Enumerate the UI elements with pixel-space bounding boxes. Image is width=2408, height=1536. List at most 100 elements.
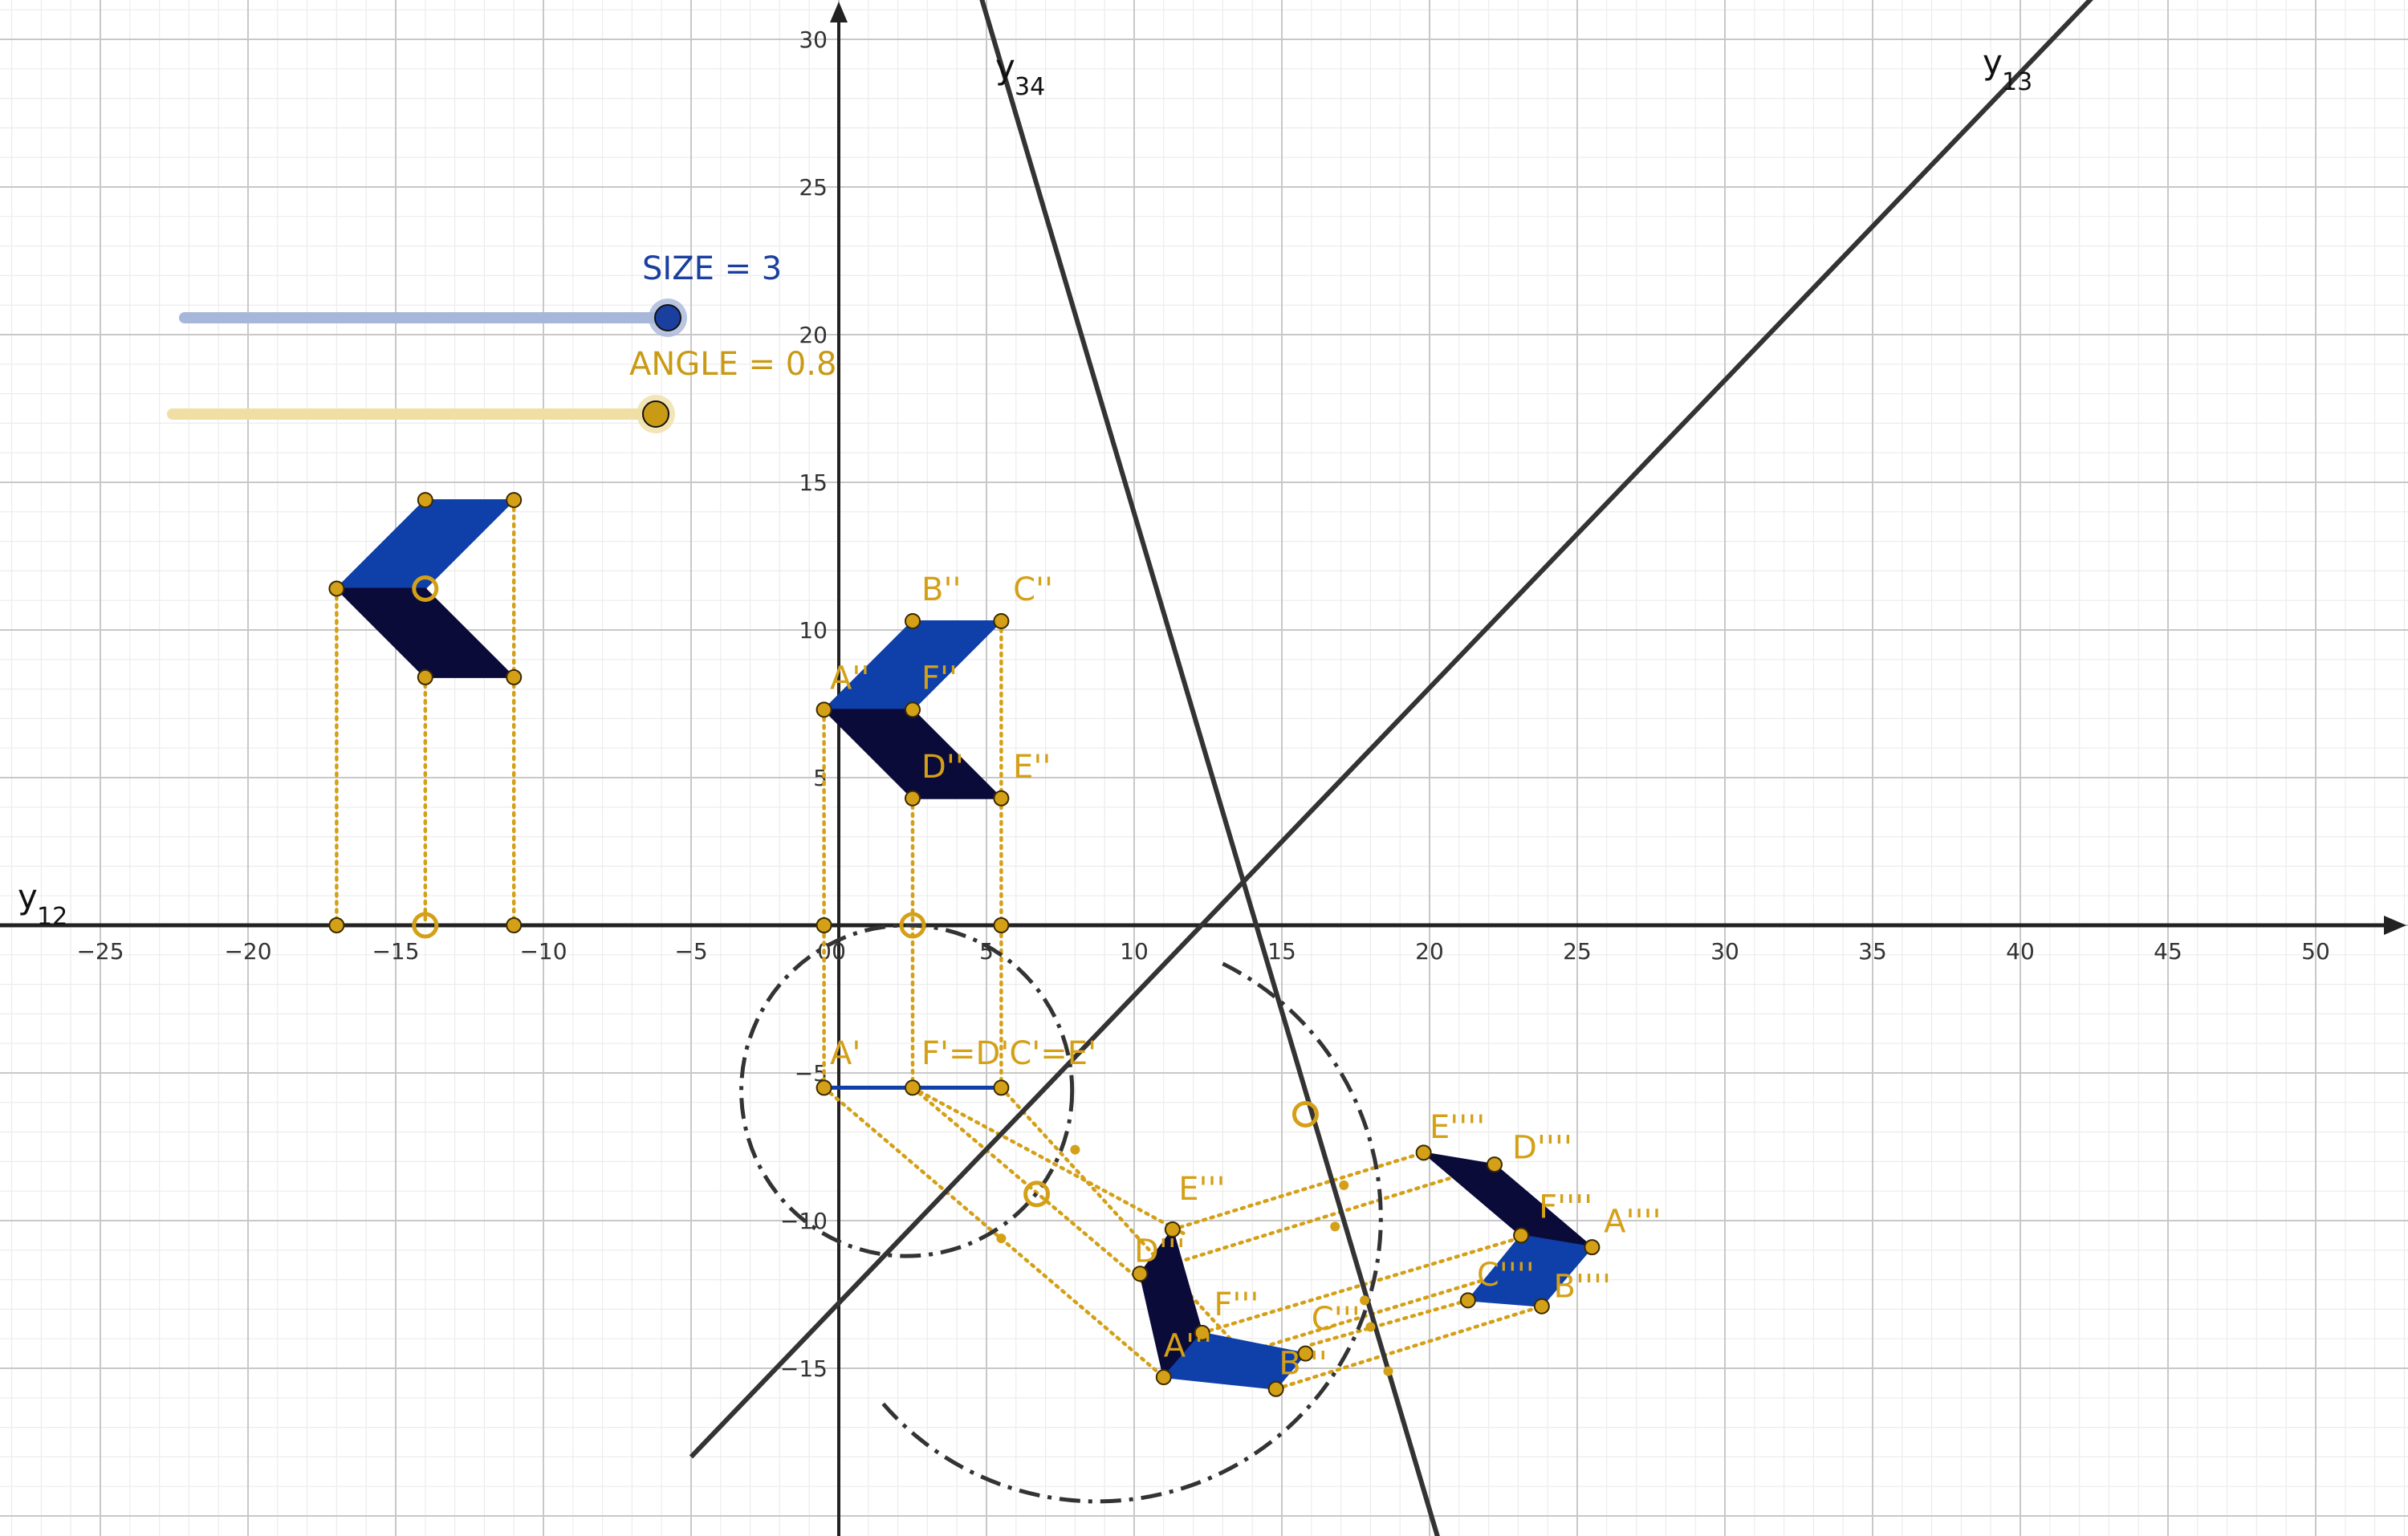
projection-guide: [1274, 1304, 1544, 1392]
front-view-bottom-face: [823, 709, 1003, 799]
construction-point: [1267, 1380, 1284, 1397]
original-bottom-face: [336, 587, 515, 678]
free-point-ring: [412, 912, 439, 939]
point-label: F'''': [1539, 1189, 1592, 1225]
slider-knob[interactable]: [642, 400, 669, 428]
point-label: B'': [921, 571, 961, 608]
x-axis-arrow: [2384, 916, 2406, 935]
construction-point: [1164, 1221, 1181, 1238]
free-point-ring: [412, 575, 439, 602]
construction-point: [1486, 1156, 1503, 1173]
point-label: C'': [1013, 571, 1053, 608]
construction-point: [905, 612, 921, 629]
construction-point: [1513, 1227, 1530, 1244]
free-point-ring: [1023, 1180, 1051, 1208]
construction-point: [993, 917, 1010, 933]
intersection-point: [1330, 1221, 1340, 1232]
intersection-point: [1360, 1295, 1370, 1306]
projection-guide: [910, 1086, 1190, 1237]
x-tick-label: −15: [372, 938, 419, 965]
construction-point: [1132, 1266, 1149, 1282]
y-tick-label: 30: [799, 26, 828, 53]
point-label: D'': [921, 749, 964, 786]
construction-point: [506, 668, 523, 685]
construction-point: [417, 492, 433, 509]
construction-point: [1297, 1345, 1314, 1362]
intersection-point: [996, 1233, 1007, 1244]
point-label: C'''': [1477, 1257, 1535, 1294]
free-point-ring: [1291, 1101, 1319, 1128]
y-tick-label: 15: [799, 469, 828, 496]
intersection-point: [1070, 1144, 1080, 1155]
construction-point: [816, 701, 832, 718]
point-labels: B''C''A''F''D''E''A'F'=D'C'=E'E'''D'''F'…: [830, 571, 1662, 1382]
point-label: B'''': [1554, 1269, 1611, 1306]
construction-point: [993, 612, 1010, 629]
point-label: B''': [1279, 1345, 1327, 1382]
intersection-point: [1365, 1322, 1376, 1332]
point-label: A''': [1164, 1327, 1212, 1364]
point-label: A'''': [1604, 1204, 1661, 1241]
construction-point: [816, 1079, 832, 1096]
construction-point: [993, 790, 1010, 807]
construction-point: [1584, 1239, 1601, 1256]
projection-guide: [1309, 1298, 1470, 1347]
x-tick-label: −10: [519, 938, 567, 965]
point-label: A'': [830, 660, 869, 697]
original-top-face: [336, 499, 515, 590]
slider-knob[interactable]: [654, 304, 681, 331]
slider-angle[interactable]: ANGLE = 0.8: [167, 346, 836, 433]
projection-guide: [1170, 1151, 1426, 1232]
intersection-point: [1383, 1366, 1393, 1376]
x-tick-label: 30: [1710, 938, 1739, 965]
y-axis-arrow: [830, 2, 848, 22]
x-tick-label: 5: [979, 938, 994, 965]
x-tick-label: 45: [2154, 938, 2182, 965]
reference-line-subscript: 13: [2002, 68, 2032, 96]
construction-point: [905, 701, 921, 718]
construction-point: [328, 917, 345, 933]
y-tick-label: 10: [799, 617, 828, 644]
construction-point: [417, 668, 433, 685]
construction-circle-small: [739, 923, 1075, 1258]
reference-line-y13: [689, 0, 2093, 1459]
x-tick-label: 0: [832, 938, 846, 965]
construction-point: [506, 917, 523, 933]
construction-point: [1459, 1292, 1476, 1309]
construction-arc-large: [881, 961, 1383, 1504]
y-tick-label: −15: [780, 1355, 828, 1382]
x-tick-label: 10: [1120, 938, 1149, 965]
x-tick-label: −25: [76, 938, 124, 965]
point-label: D'''': [1512, 1130, 1572, 1167]
point-label: D''': [1134, 1233, 1186, 1270]
reference-line-subscript: 34: [1015, 73, 1045, 101]
point-label: F''': [1214, 1286, 1259, 1323]
x-tick-label: −20: [224, 938, 271, 965]
construction-points[interactable]: [328, 492, 1601, 1397]
point-label: F'=D'C'=E': [921, 1035, 1096, 1072]
point-label: E'': [1013, 749, 1051, 786]
x-axis-subscript: 12: [37, 903, 67, 931]
point-label: C''': [1312, 1301, 1361, 1338]
point-label: A': [830, 1035, 860, 1072]
construction-circles: [739, 923, 1383, 1504]
slider-label: SIZE = 3: [642, 250, 782, 287]
x-tick-label: 20: [1415, 938, 1444, 965]
y-tick-label: 25: [799, 174, 828, 201]
x-tick-label: 25: [1563, 938, 1592, 965]
construction-point: [905, 1079, 921, 1096]
reference-line-label: y: [995, 47, 1015, 87]
reference-line-label: y: [1983, 43, 2003, 82]
construction-point: [993, 1079, 1010, 1096]
construction-point: [905, 790, 921, 807]
point-label: E'''': [1430, 1109, 1485, 1146]
construction-point: [1415, 1144, 1432, 1161]
x-tick-label: −5: [674, 938, 707, 965]
slider-size[interactable]: SIZE = 3: [179, 250, 782, 337]
construction-point: [1194, 1324, 1210, 1341]
sliders[interactable]: SIZE = 3 ANGLE = 0.8: [167, 250, 836, 433]
